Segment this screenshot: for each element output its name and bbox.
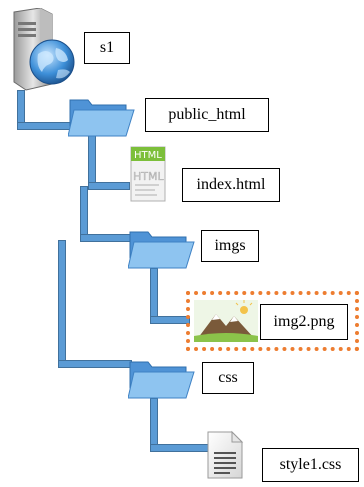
- node-label-css: css: [202, 362, 254, 394]
- node-label-public_html: public_html: [145, 98, 269, 132]
- html-file-watermark-text: HTML: [133, 170, 164, 183]
- node-label-imgs: imgs: [201, 230, 259, 262]
- connector-css-style1-horizontal: [150, 444, 210, 452]
- connector-public_html-css-horizontal: [58, 360, 132, 368]
- connector-imgs-img2-horizontal: [150, 316, 190, 324]
- html-file-icon: HTML HTML: [130, 146, 166, 202]
- node-label-s1: s1: [84, 32, 130, 64]
- html-file-icon-text: HTML: [134, 150, 162, 161]
- node-label-index-html: index.html: [182, 168, 280, 202]
- text-file-icon: [206, 430, 244, 480]
- folder-icon: [127, 358, 196, 400]
- server-globe-icon: [8, 7, 88, 92]
- connector-public_html-css-vertical: [58, 240, 66, 368]
- image-file-icon: [194, 300, 258, 342]
- selection-highlight: [186, 291, 359, 351]
- connector-s1-public_html-horizontal: [17, 122, 73, 130]
- node-label-style1-css: style1.css: [262, 448, 359, 482]
- node-label-img2-png: img2.png: [260, 304, 348, 340]
- connector-public_html-index-horizontal: [88, 182, 130, 190]
- folder-icon: [127, 228, 196, 270]
- folder-icon: [67, 96, 136, 138]
- connector-public_html-imgs-horizontal: [80, 234, 132, 242]
